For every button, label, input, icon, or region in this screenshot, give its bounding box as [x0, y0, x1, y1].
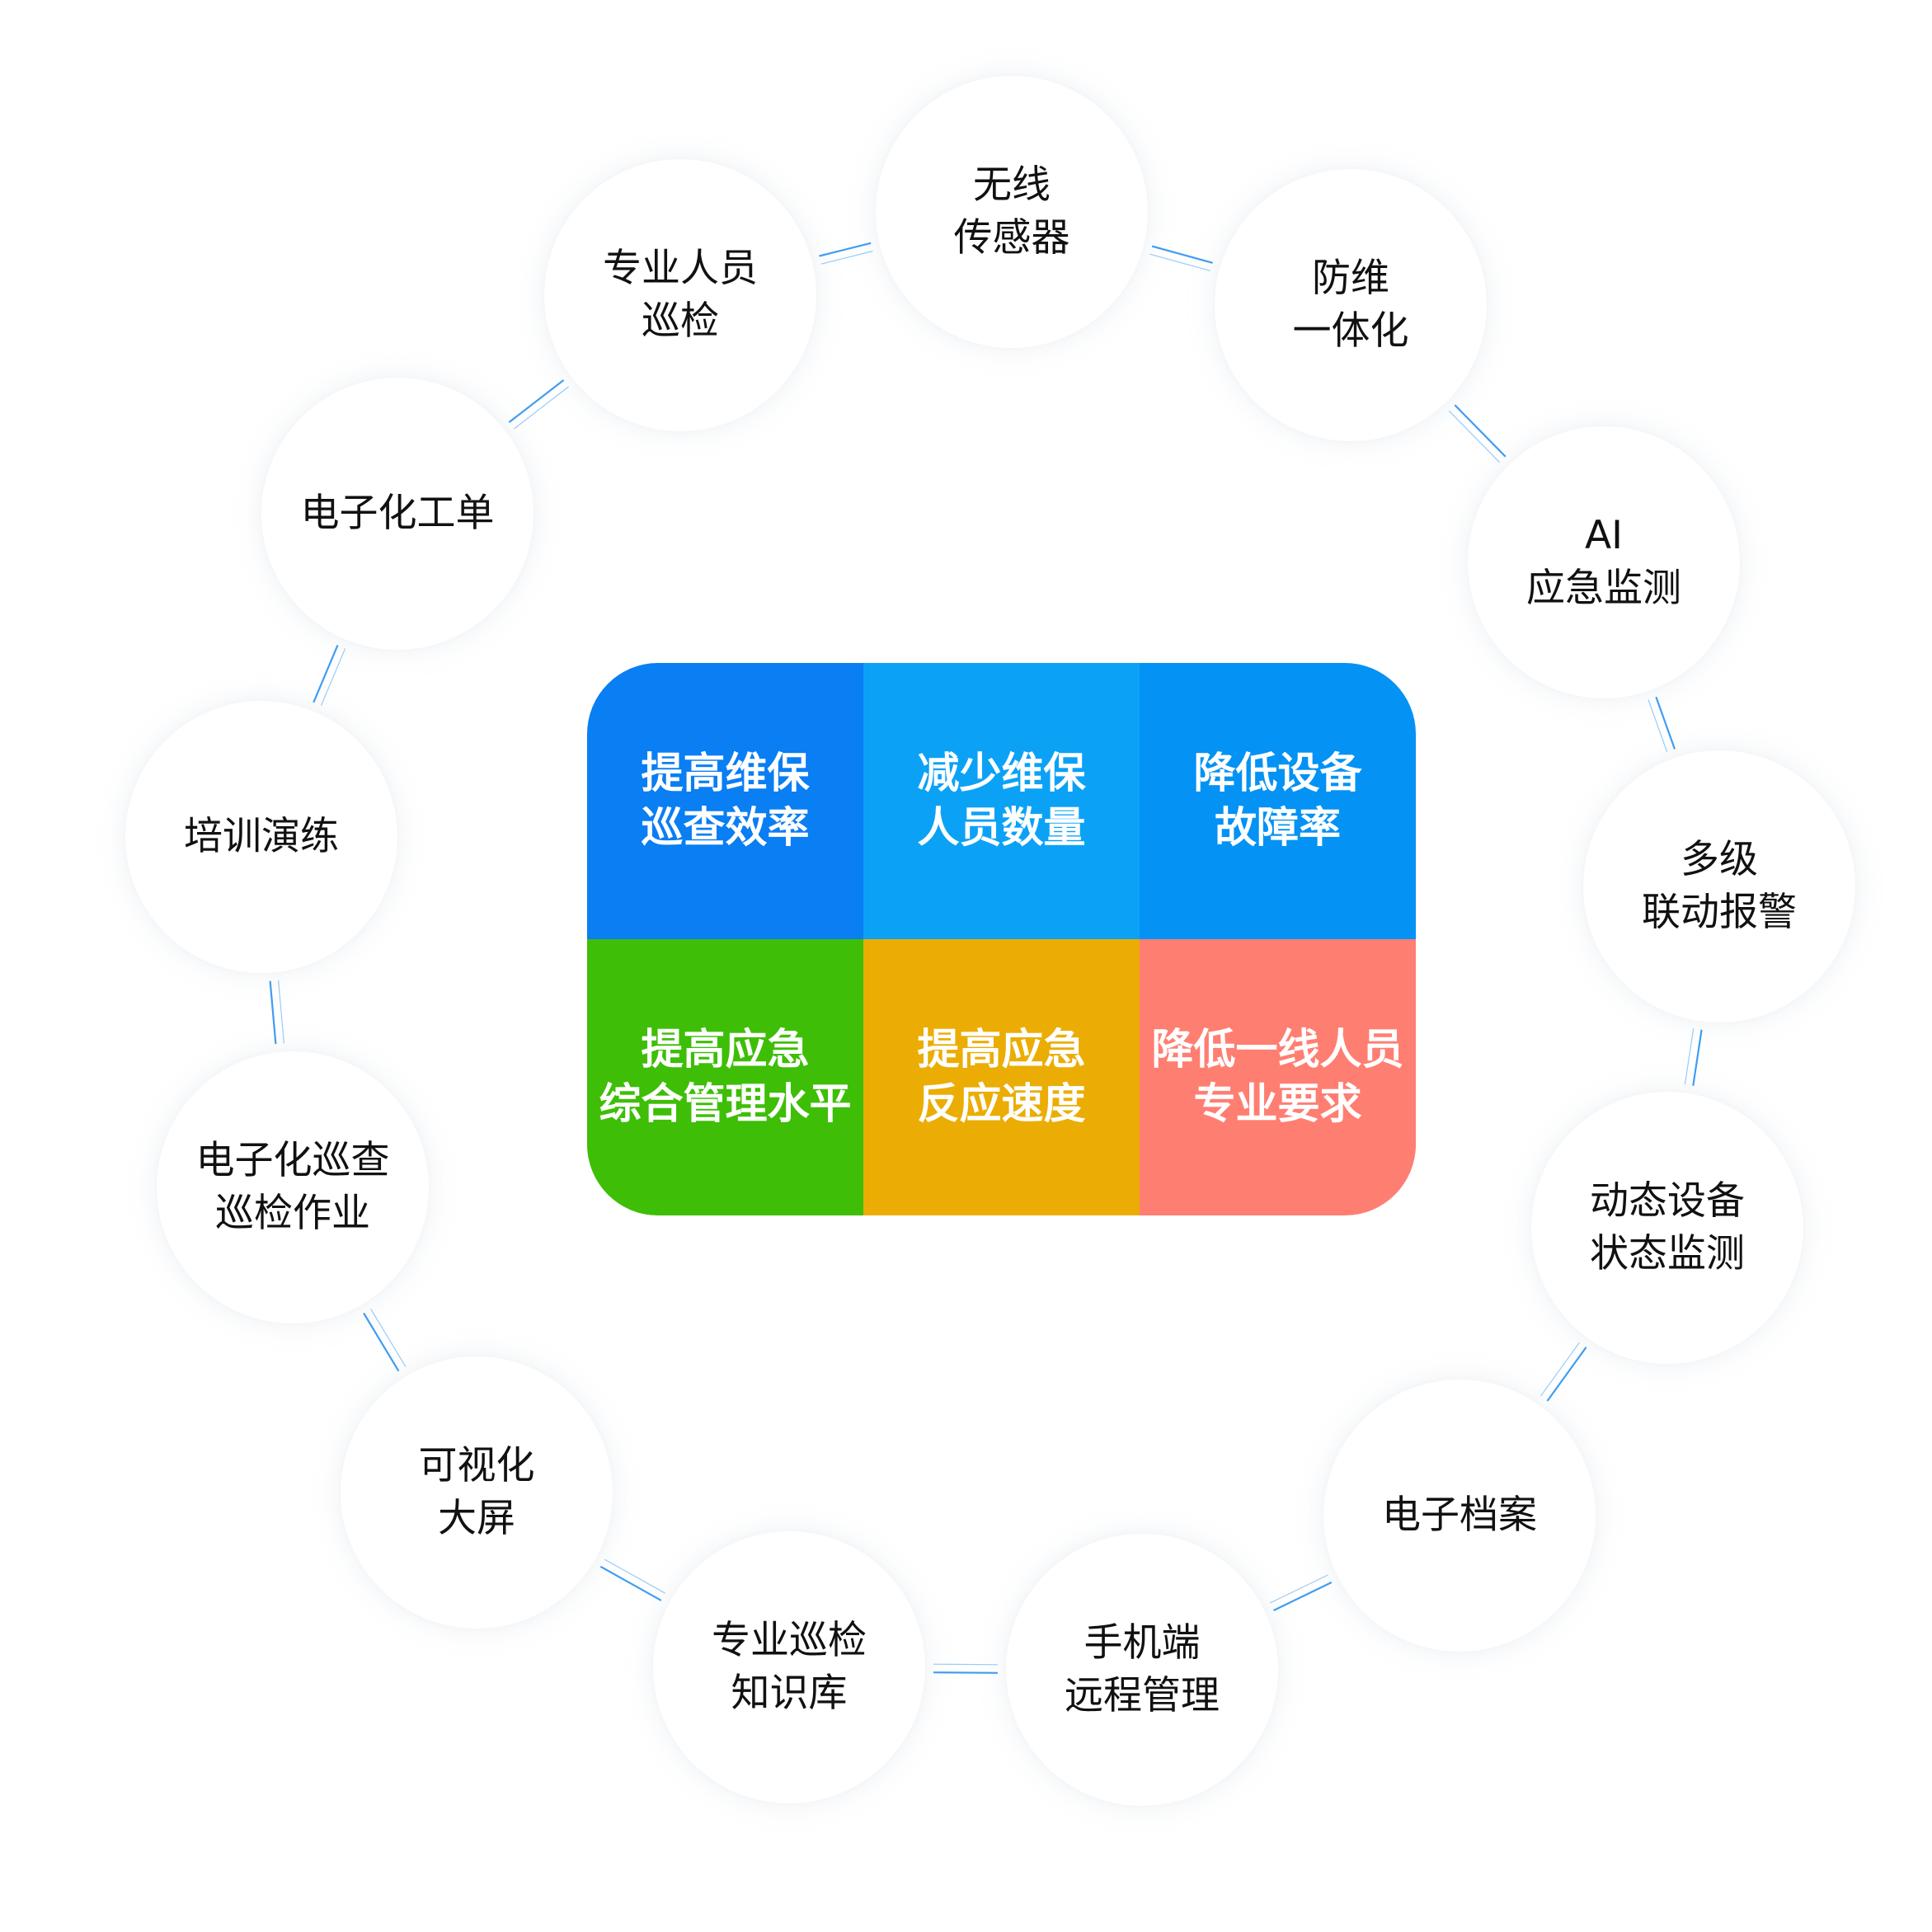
node-electronic-archive: 电子档案: [1323, 1380, 1596, 1652]
tile-line: 提高应急: [641, 1025, 810, 1074]
tile-line: 降低设备: [1193, 749, 1362, 798]
connector-line: [370, 1308, 407, 1367]
connector-line: [1151, 245, 1213, 264]
node-visual-big-screen: 可视化大屏: [341, 1356, 613, 1629]
node-label-line: 联动报警: [1642, 890, 1797, 935]
node-label-line: 多级: [1681, 837, 1758, 882]
node-label-line: 无线: [973, 162, 1051, 208]
node-label-line: AI: [1584, 513, 1623, 558]
tile-reduce-failure-rate: 降低设备故障率: [1140, 663, 1416, 939]
connector-line: [1273, 1582, 1333, 1611]
connector-line: [1269, 1574, 1328, 1604]
node-label-line: 传感器: [953, 215, 1070, 261]
node-label-line: 状态监测: [1590, 1231, 1745, 1276]
node-label-line: 巡检: [642, 298, 719, 344]
node-label-line: 电子化工单: [300, 491, 495, 536]
tile-line: 人员数量: [917, 803, 1086, 853]
node-ai-emergency-monitoring: AI 应急监测: [1468, 426, 1740, 698]
connector-line: [933, 1663, 999, 1666]
node-multi-level-alarm: 多级联动报警: [1583, 750, 1855, 1022]
tile-line: 巡查效率: [641, 803, 810, 853]
node-electronic-patrol: 电子化巡查巡检作业: [157, 1051, 429, 1323]
connector-line: [508, 379, 565, 423]
connector-line: [278, 980, 284, 1044]
node-label-line: 专业人员: [603, 246, 758, 291]
node-label-line: 动态设备: [1590, 1178, 1745, 1224]
tile-improve-response-speed: 提高应急反应速度: [863, 939, 1140, 1215]
tile-reduce-skill-requirement: 降低一线人员专业要求: [1140, 939, 1416, 1215]
connector-line: [933, 1671, 999, 1674]
connector-line: [363, 1312, 400, 1372]
tile-line: 降低一线人员: [1151, 1025, 1404, 1074]
node-label-line: 应急监测: [1526, 566, 1681, 611]
tile-reduce-staff: 减少维保人员数量: [863, 663, 1140, 939]
node-professional-inspection: 专业人员巡检: [544, 159, 816, 431]
connector-line: [1684, 1028, 1695, 1085]
node-electronic-work-order: 电子化工单: [261, 378, 534, 650]
connector-line: [1655, 696, 1676, 750]
node-label-line: 防维: [1312, 256, 1389, 301]
node-label-line: 培训演练: [184, 814, 339, 859]
connector-line: [313, 644, 339, 703]
tile-line: 减少维保: [917, 749, 1086, 798]
connector-line: [269, 980, 277, 1045]
connector-line: [1454, 404, 1507, 458]
node-label-line: 知识库: [731, 1671, 848, 1716]
connector-line: [604, 1558, 665, 1594]
connector-line: [320, 647, 346, 706]
tile-line: 故障率: [1214, 803, 1341, 853]
node-label-line: 巡检作业: [215, 1191, 370, 1236]
node-mobile-remote-management: 手机端远程管理: [1006, 1534, 1278, 1806]
node-wireless-sensor: 无线传感器: [876, 76, 1148, 348]
node-label-line: 手机端: [1084, 1620, 1201, 1666]
benefit-grid: 提高维保巡查效率 减少维保人员数量 降低设备故障率 提高应急综合管理水平 提高应…: [587, 663, 1416, 1215]
tile-line: 提高应急: [917, 1025, 1086, 1074]
tile-improve-emergency-management: 提高应急综合管理水平: [587, 939, 863, 1215]
node-inspection-knowledge-base: 专业巡检知识库: [653, 1531, 925, 1803]
node-training-drill: 培训演练: [125, 701, 397, 973]
connector-line: [1692, 1029, 1703, 1086]
connector-line: [819, 242, 872, 257]
connector-line: [514, 386, 569, 430]
node-label-line: 大屏: [438, 1496, 515, 1541]
node-dynamic-equipment-monitoring: 动态设备状态监测: [1531, 1092, 1803, 1364]
connector-line: [1539, 1342, 1580, 1397]
node-label-line: 远程管理: [1065, 1673, 1220, 1718]
connector-line: [1149, 253, 1211, 271]
node-label-line: 电子档案: [1382, 1492, 1537, 1538]
node-label-line: 专业巡检: [712, 1618, 867, 1663]
connector-line: [599, 1565, 662, 1601]
tile-line: 专业要求: [1193, 1079, 1362, 1129]
tile-improve-inspection-efficiency: 提高维保巡查效率: [587, 663, 863, 939]
node-label-line: 电子化巡查: [195, 1138, 390, 1183]
node-label-line: 一体化: [1292, 308, 1409, 354]
connector-line: [1448, 410, 1501, 463]
connector-line: [1546, 1347, 1587, 1402]
connector-line: [1648, 699, 1668, 753]
connector-line: [820, 250, 873, 265]
node-maintenance-integration: 防维一体化: [1215, 169, 1487, 441]
tile-line: 综合管理水平: [599, 1079, 852, 1129]
node-label-line: 可视化: [418, 1443, 535, 1488]
tile-line: 提高维保: [641, 749, 810, 798]
tile-line: 反应速度: [917, 1079, 1086, 1129]
